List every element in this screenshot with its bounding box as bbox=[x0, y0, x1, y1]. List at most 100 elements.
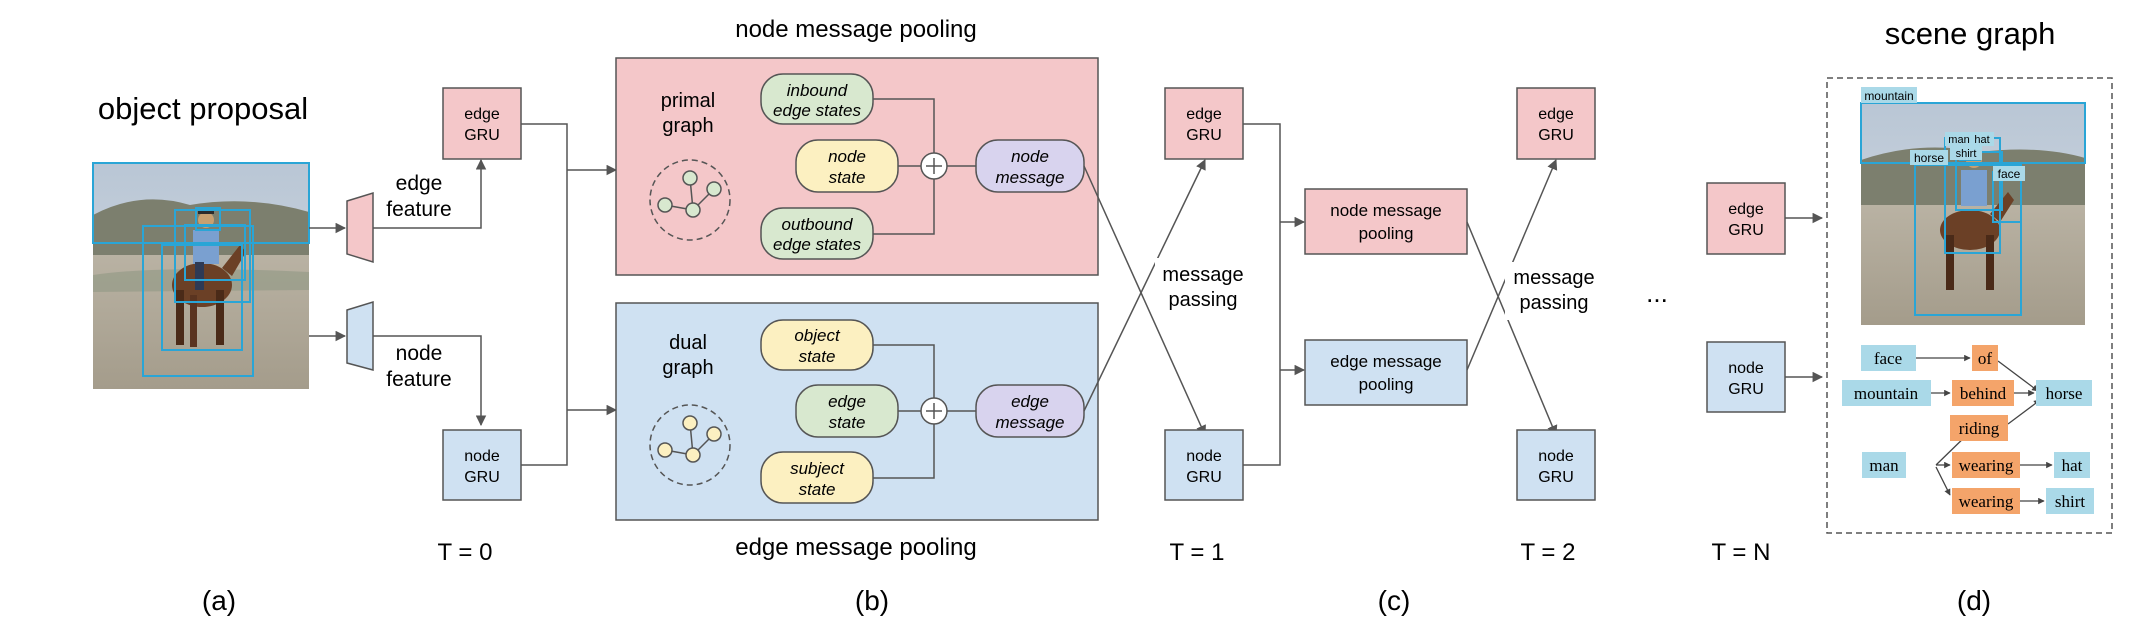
sg-node-man bbox=[1862, 452, 1906, 478]
sg-node-shirt bbox=[2046, 488, 2094, 514]
subject-state-label-1: subject bbox=[790, 459, 845, 478]
dual-sum-icon bbox=[920, 397, 948, 425]
node-state-label-1: node bbox=[828, 147, 866, 166]
edge-gru-tn-line1: edge bbox=[1728, 201, 1764, 218]
message-passing-2-line1: message bbox=[1513, 267, 1594, 289]
node-gru-t0 bbox=[442, 429, 522, 501]
node-gru-t2-line2: GRU bbox=[1538, 469, 1574, 486]
sg-node-hat bbox=[2054, 452, 2090, 478]
inbound-label-1: inbound bbox=[787, 81, 848, 100]
sg-label-horse: horse bbox=[2046, 384, 2083, 403]
object-proposal-title: object proposal bbox=[98, 91, 308, 126]
ellipsis: ... bbox=[1646, 278, 1668, 308]
timestep-t0: T = 0 bbox=[438, 539, 493, 566]
edge-gru-t2-line1: edge bbox=[1538, 106, 1574, 123]
node-feature-label-2: feature bbox=[386, 368, 451, 391]
edge-gru-t1-line2: GRU bbox=[1186, 127, 1222, 144]
det-label-mountain: mountain bbox=[1864, 89, 1913, 103]
edge-gru-tn bbox=[1706, 182, 1786, 255]
node-message-pooling-box bbox=[1304, 188, 1468, 255]
edge-message-label-1: edge bbox=[1011, 392, 1049, 411]
node-gru-t0-line2: GRU bbox=[464, 469, 500, 486]
node-message-label-2: message bbox=[996, 168, 1065, 187]
node-gru-t1-line2: GRU bbox=[1186, 469, 1222, 486]
det-label-face: face bbox=[1998, 167, 2021, 181]
node-gru-t1 bbox=[1164, 429, 1244, 501]
node-pooling-box-line1: node message bbox=[1330, 201, 1442, 220]
scene-graph-title: scene graph bbox=[1885, 16, 2056, 51]
sg-label-of: of bbox=[1978, 349, 1993, 368]
edge-state-label-2: state bbox=[829, 413, 866, 432]
object-state-label-1: object bbox=[794, 326, 841, 345]
inbound-label-2: edge states bbox=[773, 101, 861, 120]
proposal-boxes bbox=[92, 162, 310, 377]
edge-gru-t0 bbox=[442, 87, 522, 160]
scene-graph-panel bbox=[1826, 77, 2113, 534]
subject-state-label-2: state bbox=[799, 480, 836, 499]
sg-node-behind bbox=[1952, 380, 2014, 406]
node-gru-tn-line1: node bbox=[1728, 360, 1764, 377]
timestep-t2: T = 2 bbox=[1521, 539, 1576, 566]
edge-gru-t2 bbox=[1516, 87, 1596, 160]
sg-node-wearing-1 bbox=[1952, 452, 2020, 478]
sg-node-wearing-2 bbox=[1952, 488, 2020, 514]
dual-title-2: graph bbox=[662, 357, 713, 379]
object-state-label-2: state bbox=[799, 347, 836, 366]
message-passing-1-line2: passing bbox=[1169, 289, 1238, 311]
node-gru-t1-line1: node bbox=[1186, 448, 1222, 465]
primal-graph-icon bbox=[649, 159, 731, 241]
node-gru-tn bbox=[1706, 341, 1786, 413]
input-photo bbox=[93, 163, 309, 389]
node-gru-t2 bbox=[1516, 429, 1596, 501]
node-feature-label-1: node bbox=[396, 342, 443, 365]
outbound-label-1: outbound bbox=[782, 215, 853, 234]
det-label-man: man bbox=[1948, 134, 1969, 146]
edge-gru-t1 bbox=[1164, 87, 1244, 160]
edge-state-label-1: edge bbox=[828, 392, 866, 411]
edge-gru-t0-line2: GRU bbox=[464, 127, 500, 144]
sg-label-mountain: mountain bbox=[1854, 384, 1919, 403]
node-message-label-1: node bbox=[1011, 147, 1049, 166]
timestep-t1: T = 1 bbox=[1170, 539, 1225, 566]
edge-gru-t1-line1: edge bbox=[1186, 106, 1222, 123]
sg-node-face bbox=[1861, 345, 1916, 371]
edge-pooling-title: edge message pooling bbox=[735, 534, 977, 561]
sg-node-mountain bbox=[1842, 380, 1931, 406]
primal-title-1: primal bbox=[661, 90, 715, 112]
message-passing-1-line1: message bbox=[1162, 264, 1243, 286]
det-label-horse: horse bbox=[1914, 151, 1944, 165]
sg-label-wearing-1: wearing bbox=[1959, 456, 2014, 475]
outbound-label-2: edge states bbox=[773, 235, 861, 254]
sg-node-horse bbox=[2036, 380, 2092, 406]
edge-feature-encoder bbox=[346, 191, 374, 264]
sg-label-behind: behind bbox=[1960, 384, 2007, 403]
node-gru-tn-line2: GRU bbox=[1728, 381, 1764, 398]
node-state-label-2: state bbox=[829, 168, 866, 187]
det-label-hat: hat bbox=[1974, 134, 1989, 146]
message-passing-2-line2: passing bbox=[1520, 292, 1589, 314]
panel-label-a: (a) bbox=[202, 585, 236, 616]
sg-label-shirt: shirt bbox=[2055, 492, 2086, 511]
node-pooling-title: node message pooling bbox=[735, 16, 977, 43]
sg-label-wearing-2: wearing bbox=[1959, 492, 2014, 511]
dual-graph-icon bbox=[649, 404, 731, 486]
node-gru-t2-line1: node bbox=[1538, 448, 1574, 465]
node-gru-t0-line1: node bbox=[464, 448, 500, 465]
timestep-tn: T = N bbox=[1712, 539, 1771, 566]
edge-feature-label-2: feature bbox=[386, 198, 451, 221]
sg-label-face: face bbox=[1874, 349, 1902, 368]
edge-pooling-box-line1: edge message bbox=[1330, 352, 1442, 371]
primal-title-2: graph bbox=[662, 115, 713, 137]
primal-sum-icon bbox=[920, 152, 948, 180]
panel-label-d: (d) bbox=[1957, 585, 1991, 616]
edge-feature-label-1: edge bbox=[396, 172, 443, 195]
edge-gru-t2-line2: GRU bbox=[1538, 127, 1574, 144]
sg-node-of bbox=[1972, 345, 1998, 371]
edge-gru-tn-line2: GRU bbox=[1728, 222, 1764, 239]
panel-label-c: (c) bbox=[1378, 585, 1411, 616]
sg-label-riding: riding bbox=[1959, 419, 2000, 438]
panel-label-b: (b) bbox=[855, 585, 889, 616]
edge-pooling-box-line2: pooling bbox=[1359, 375, 1414, 394]
